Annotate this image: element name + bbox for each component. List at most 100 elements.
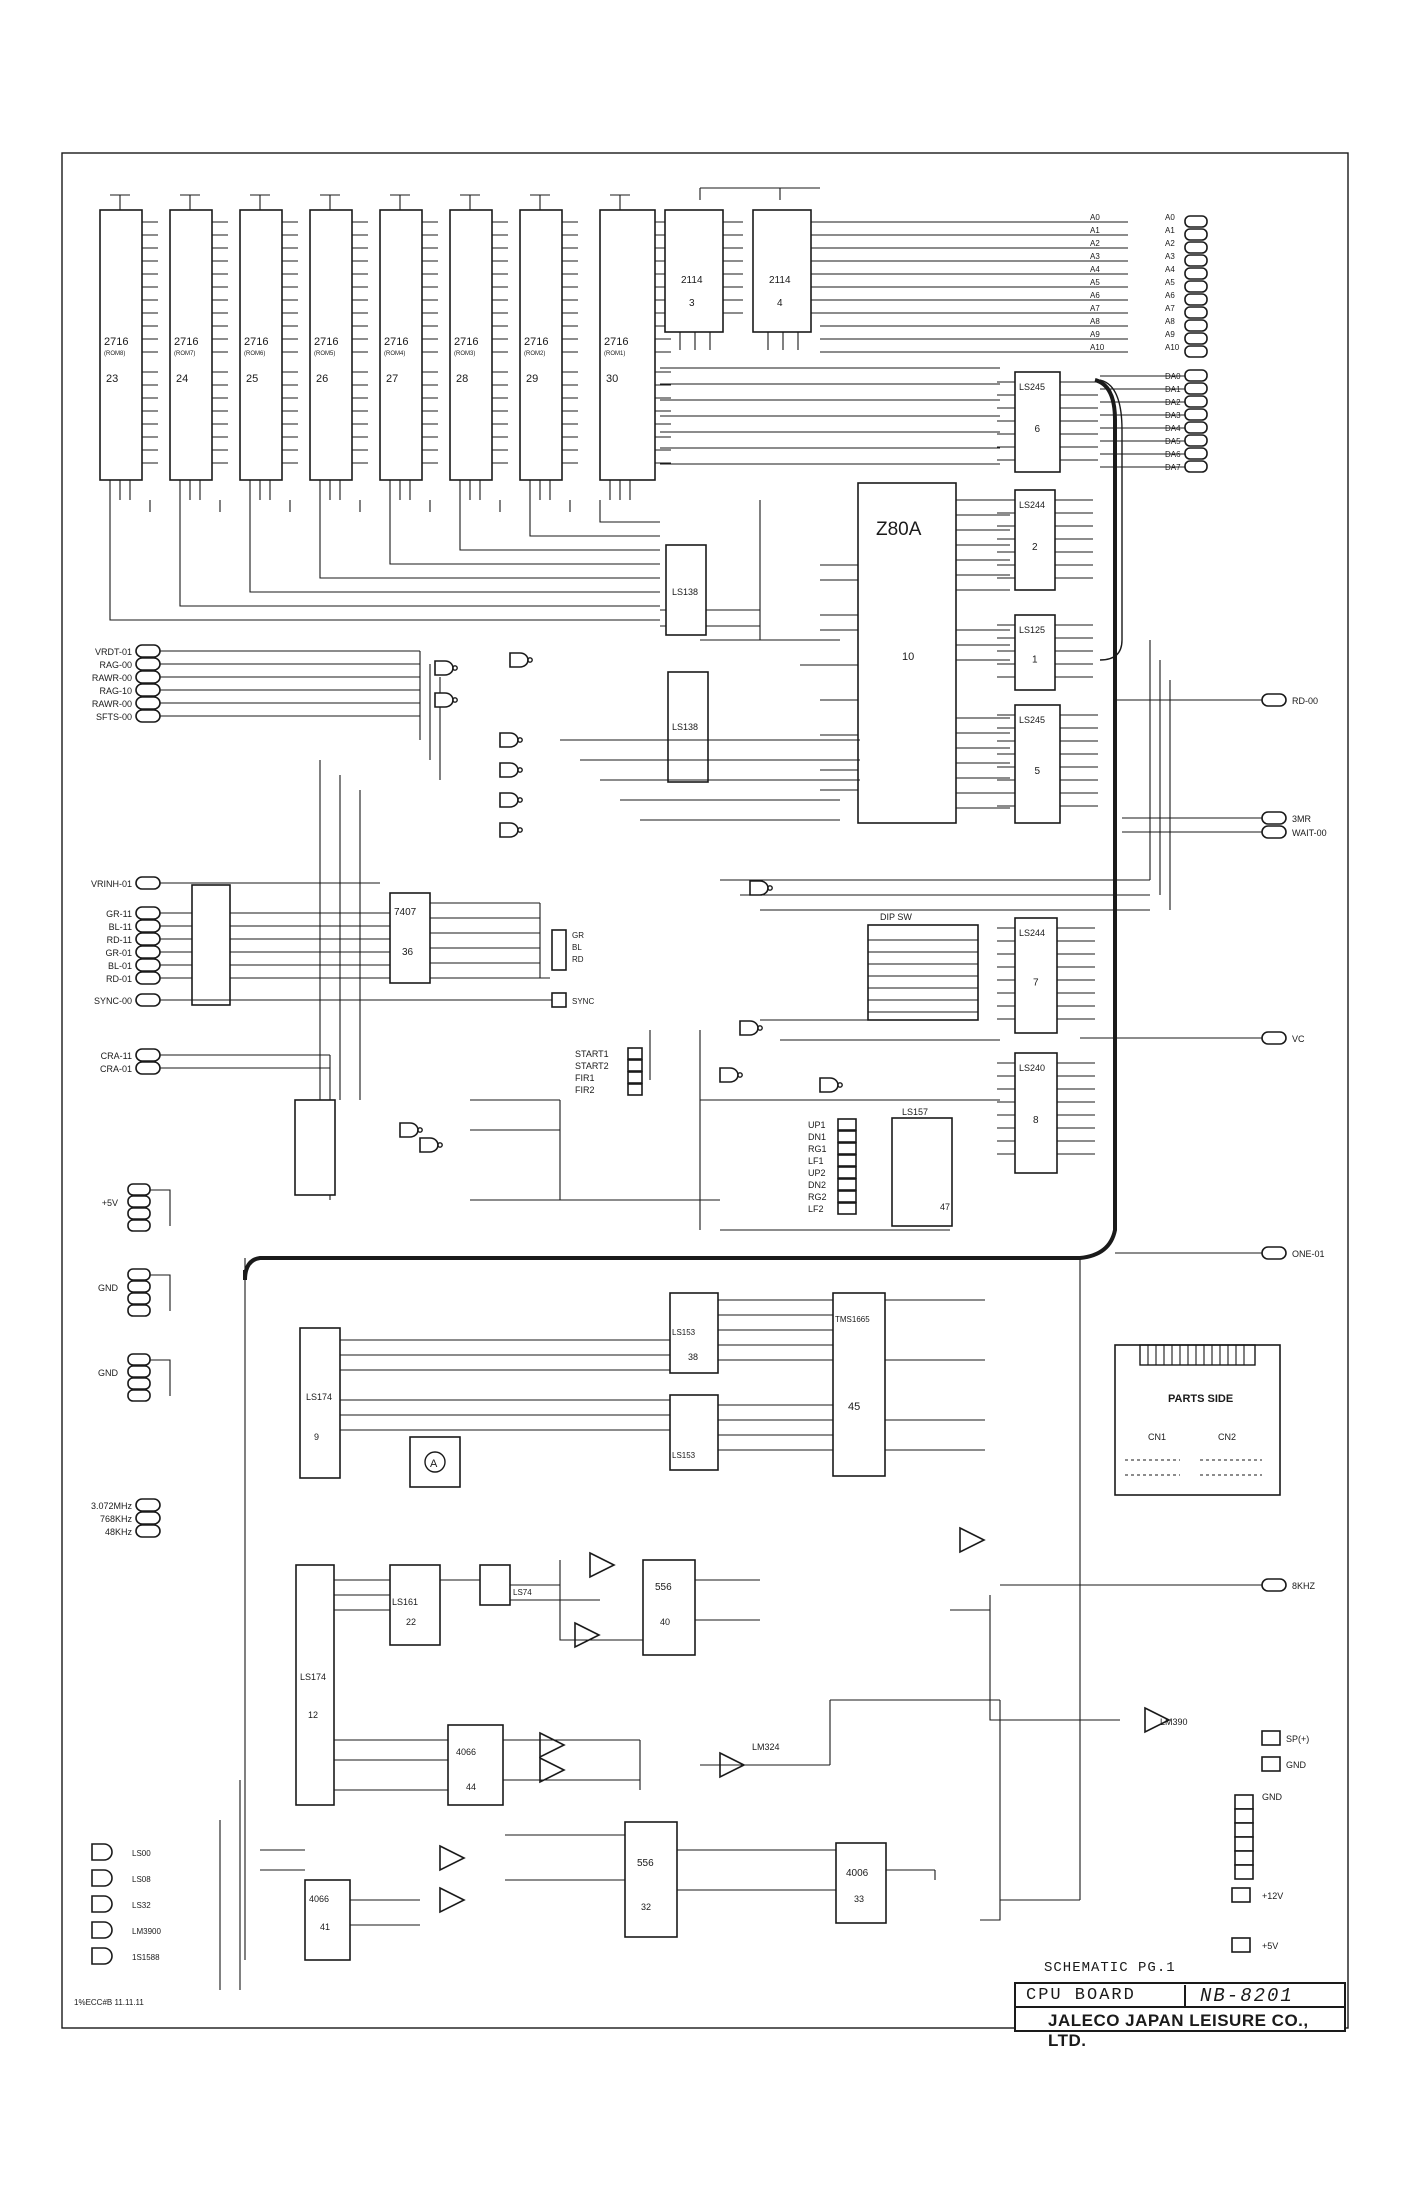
parts-side-cn1: CN1 <box>1148 1432 1166 1442</box>
op-amp <box>959 1526 986 1554</box>
left-input-label: RAWR-00 <box>92 673 132 683</box>
clock-input-terminal <box>135 1498 161 1512</box>
rom-row: 2716(ROM8)232716(ROM7)242716(ROM6)252716… <box>99 194 671 500</box>
rom-control-pins <box>529 480 551 500</box>
control-label-dir: RG1 <box>808 1144 827 1154</box>
data-bus-bundle-2 <box>1099 379 1123 661</box>
rom-ref: 23 <box>106 373 118 385</box>
op-amp <box>1144 1706 1171 1734</box>
title-block-board: CPU BOARD <box>1026 1986 1136 2005</box>
buffer-type: LS125 <box>1019 625 1045 635</box>
power-out-label: +5V <box>1262 1941 1278 1951</box>
legend-symbol <box>91 1947 113 1965</box>
chip-ls174-12-label: LS174 <box>300 1672 326 1682</box>
rom-chip <box>239 209 283 481</box>
lm390-label: LM390 <box>1160 1717 1188 1727</box>
rom-power-pin <box>180 194 200 210</box>
pin-lines <box>142 221 158 353</box>
rom-power-pin <box>250 194 270 210</box>
rom-type: 2716 <box>454 336 478 348</box>
video-input-label: RD-01 <box>106 974 132 984</box>
chip-ls174-12-ref: 12 <box>308 1710 318 1720</box>
address-label-inner: A2 <box>1090 239 1100 248</box>
logic-gate <box>399 1122 419 1138</box>
left-input-label: VRDT-01 <box>95 647 132 657</box>
speaker-label: SP(+) <box>1286 1734 1309 1744</box>
logic-gate <box>499 732 519 748</box>
address-label-outer: A4 <box>1165 265 1175 274</box>
gnd-terminal <box>1234 1794 1254 1810</box>
gnd-terminal <box>1234 1836 1254 1852</box>
pin-lines <box>562 371 578 464</box>
coin-wires <box>160 1054 331 1200</box>
ram-ref: 3 <box>689 298 695 309</box>
sync-out-label: SYNC <box>572 997 594 1006</box>
legend-label: LS00 <box>132 1849 151 1858</box>
pin-lines <box>997 927 1015 1020</box>
chip-556-40-ref: 40 <box>660 1617 670 1627</box>
title-block-company-row: JALECO JAPAN LEISURE CO., LTD. <box>1014 2006 1346 2050</box>
pin-lines <box>212 221 228 353</box>
address-label-inner: A5 <box>1090 278 1100 287</box>
control-terminal <box>837 1202 857 1215</box>
speaker-label: GND <box>1286 1760 1307 1770</box>
clock-input-label: 48KHz <box>105 1527 133 1537</box>
rom-control-pins <box>609 480 631 500</box>
rom-label: (ROM3) <box>454 351 475 357</box>
data-pin-terminal <box>1184 395 1208 408</box>
sync-out-connector <box>551 992 567 1008</box>
logic-gate <box>499 792 519 808</box>
rom-type: 2716 <box>104 336 128 348</box>
clock-divider-block <box>409 1436 461 1488</box>
rom-label: (ROM5) <box>314 351 335 357</box>
decoder-chip-lower <box>667 671 709 783</box>
control-terminal <box>627 1083 643 1096</box>
address-pin-terminal <box>1184 254 1208 267</box>
ram-control-pins <box>679 332 711 350</box>
data-pin-terminal <box>1184 434 1208 447</box>
pin-lines <box>997 624 1015 678</box>
ram-type: 2114 <box>769 275 791 286</box>
ram-chip <box>664 209 724 333</box>
gnd-terminal-block: GND <box>1234 1792 1283 1880</box>
buffer-type: LS244 <box>1019 928 1045 938</box>
buffer-ref: 5 <box>1035 766 1041 777</box>
buffer-chip <box>1014 614 1056 691</box>
power-terminal <box>127 1183 151 1196</box>
op-amp <box>589 1551 616 1579</box>
rom-label: (ROM6) <box>244 351 265 357</box>
rom-chip <box>379 209 423 481</box>
decoder-chip-upper <box>665 544 707 636</box>
logic-gate <box>419 1137 439 1153</box>
video-input-label: BL-01 <box>108 961 132 971</box>
legend-symbol <box>91 1921 113 1939</box>
pin-lines <box>1055 499 1093 579</box>
chip-4066-41-ref: 41 <box>320 1922 330 1932</box>
address-label-outer: A0 <box>1165 213 1175 222</box>
video-input-label: GR-11 <box>106 909 132 919</box>
parts-side-panel <box>1114 1344 1281 1496</box>
legend-symbol <box>91 1895 113 1913</box>
address-label-inner: A8 <box>1090 317 1100 326</box>
left-input-label: RAG-10 <box>99 686 132 696</box>
title-block-company: JALECO JAPAN LEISURE CO., LTD. <box>1048 2011 1309 2050</box>
inverter-bubble <box>767 885 773 891</box>
chip-ls153-38-ref: 38 <box>688 1352 698 1362</box>
data-pin-terminal <box>1184 382 1208 395</box>
inverter-bubble <box>517 797 523 803</box>
rom-chip <box>519 209 563 481</box>
rom-chip <box>449 209 493 481</box>
control-label-dir: RG2 <box>808 1192 827 1202</box>
address-label-inner: A7 <box>1090 304 1100 313</box>
pin-lines <box>1055 624 1093 678</box>
control-inputs: START1START2FIR1FIR2UP1DN1RG1LF1UP2DN2RG… <box>575 1047 857 1215</box>
title-block-board-row: CPU BOARD NB-8201 <box>1014 1982 1346 2008</box>
address-label-outer: A3 <box>1165 252 1175 261</box>
legend-label: LS32 <box>132 1901 151 1910</box>
pin-lines <box>1060 714 1098 807</box>
legend-symbol <box>91 1843 113 1861</box>
pin-lines <box>1057 927 1095 1020</box>
